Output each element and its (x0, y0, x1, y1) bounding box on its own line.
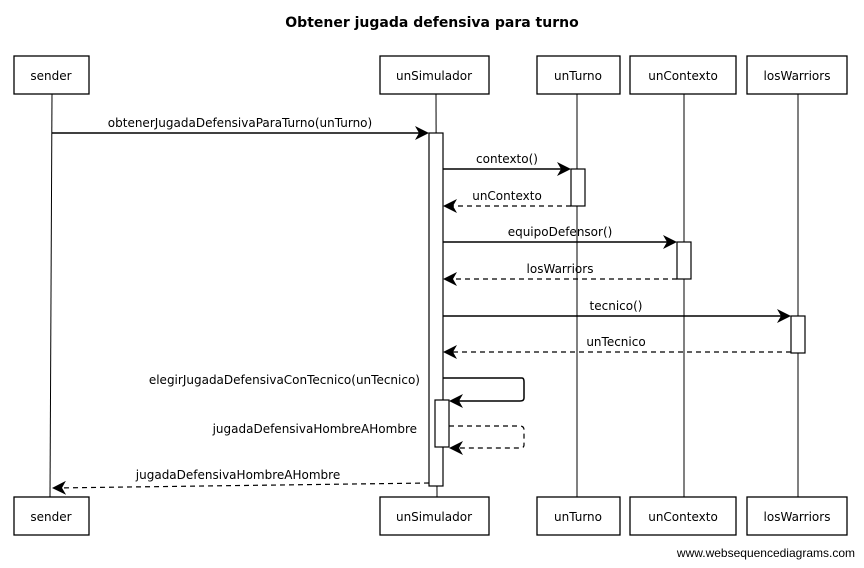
return-arrow (52, 480, 430, 495)
participant-label: unContexto (648, 69, 718, 83)
participant-unturno-bottom: unTurno (536, 496, 621, 536)
message-label: tecnico() (590, 299, 643, 313)
participant-unturno-top: unTurno (536, 55, 621, 95)
participant-label: losWarriors (764, 69, 831, 83)
participant-label: unSimulador (396, 69, 472, 83)
message-label: contexto() (476, 152, 538, 166)
message-label: unContexto (472, 189, 542, 203)
message-label: elegirJugadaDefensivaConTecnico(unTecnic… (149, 373, 420, 387)
participant-label: unTurno (554, 69, 602, 83)
participant-label: unTurno (554, 510, 602, 524)
activation-loswarriors (790, 315, 806, 354)
activation-unsimulador-nested (434, 399, 450, 448)
activation-unsimulador (428, 132, 444, 487)
participant-uncontexto-bottom: unContexto (629, 496, 737, 536)
participant-label: unSimulador (396, 510, 472, 524)
message-label: jugadaDefensivaHombreAHombre (212, 422, 417, 436)
message-label: equipoDefensor() (508, 225, 613, 239)
self-return-arrow (449, 425, 525, 455)
watermark: www.websequencediagrams.com (676, 546, 855, 560)
lifeline-sender (49, 92, 53, 498)
activation-uncontexto (676, 241, 692, 280)
message-label: jugadaDefensivaHombreAHombre (135, 468, 340, 482)
participant-loswarriors-top: losWarriors (746, 55, 848, 95)
participant-label: sender (30, 69, 71, 83)
participant-label: unContexto (648, 510, 718, 524)
participant-unsimulador-bottom: unSimulador (379, 496, 490, 536)
message-label: losWarriors (527, 262, 594, 276)
diagram-title: Obtener jugada defensiva para turno (285, 15, 579, 31)
message-label: unTecnico (586, 335, 645, 349)
participant-loswarriors-bottom: losWarriors (746, 496, 848, 536)
message-label: obtenerJugadaDefensivaParaTurno(unTurno) (108, 116, 372, 130)
activation-unturno (570, 168, 586, 207)
participant-sender-bottom: sender (13, 496, 90, 536)
participant-label: sender (30, 510, 71, 524)
participant-sender-top: sender (13, 55, 90, 95)
participant-uncontexto-top: unContexto (629, 55, 737, 95)
self-message-arrow (443, 377, 525, 408)
participant-unsimulador-top: unSimulador (379, 55, 490, 95)
participant-label: losWarriors (764, 510, 831, 524)
